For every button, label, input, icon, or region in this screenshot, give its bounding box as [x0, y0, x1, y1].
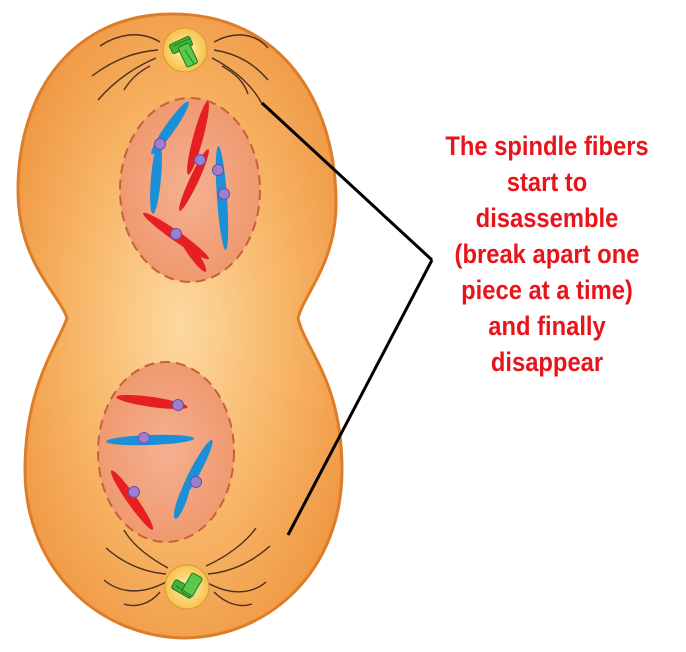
bottom-nucleus	[98, 362, 234, 542]
caption-line: disassemble	[428, 200, 666, 236]
caption-text: The spindle fibers start to disassemble …	[428, 128, 666, 380]
caption-line: disappear	[428, 344, 666, 380]
caption-line: start to	[428, 164, 666, 200]
caption-line: (break apart one	[428, 236, 666, 272]
top-centrosome	[163, 28, 207, 72]
caption-line: and finally	[428, 308, 666, 344]
caption-line: piece at a time)	[428, 272, 666, 308]
caption-line: The spindle fibers	[428, 128, 666, 164]
bottom-centrosome	[165, 565, 209, 609]
top-nucleus	[120, 98, 260, 282]
